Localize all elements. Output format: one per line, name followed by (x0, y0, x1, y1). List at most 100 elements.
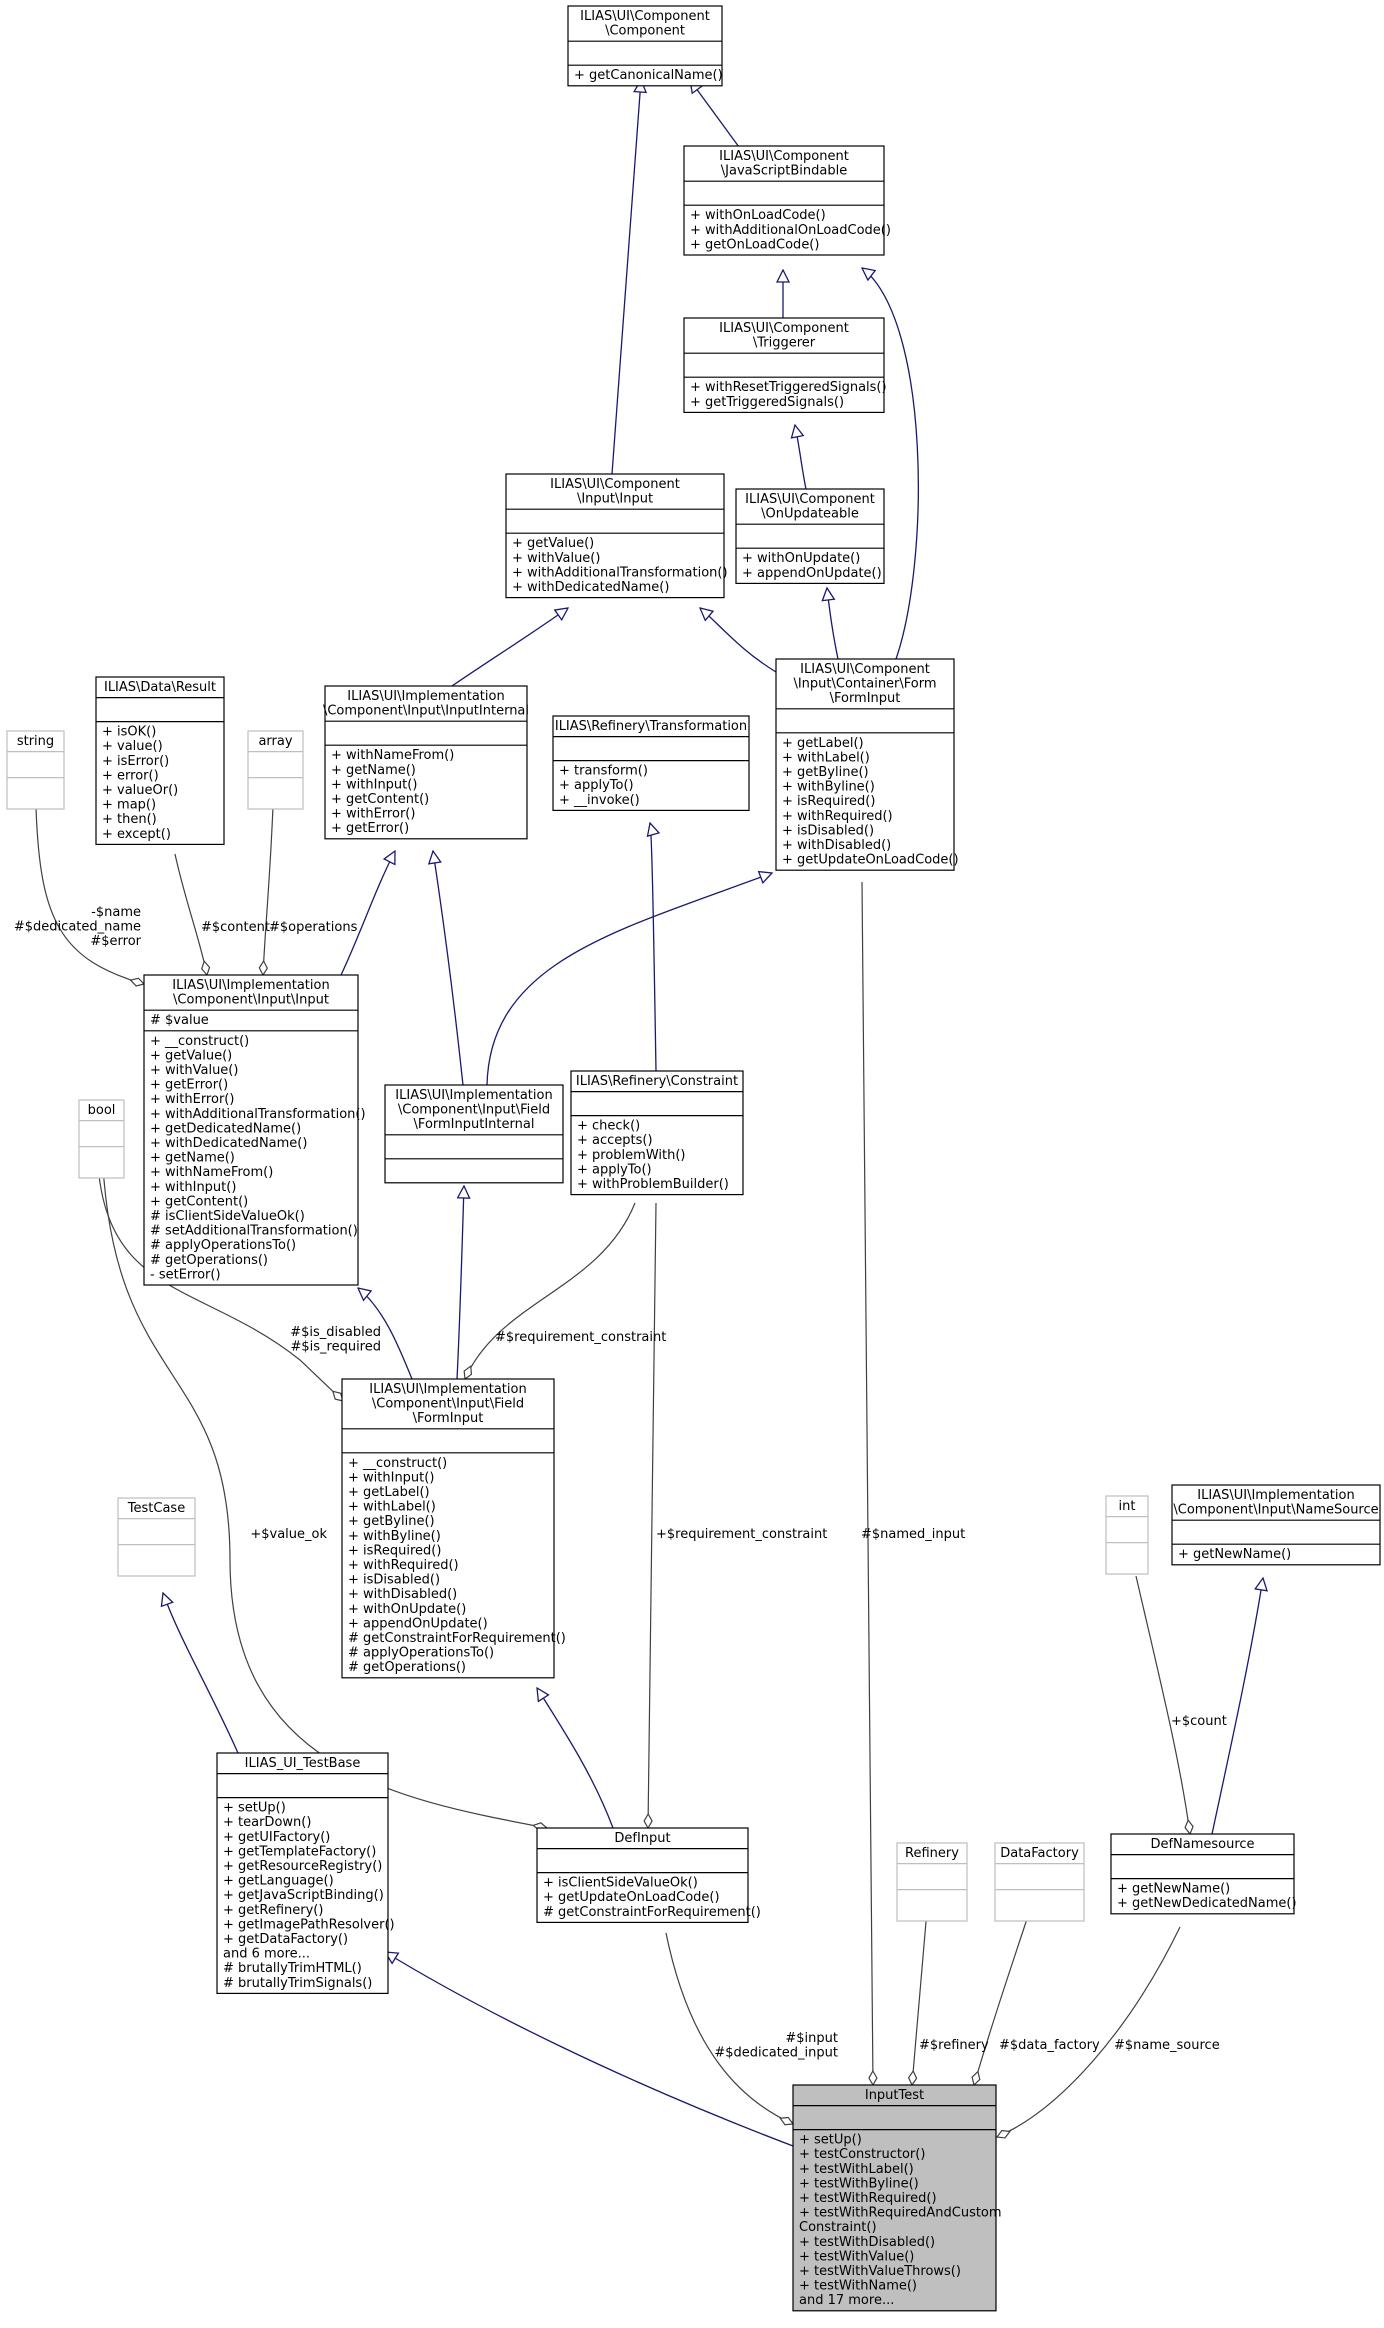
class-onupdateable[interactable]: ILIAS\UI\Component\OnUpdateable+ withOnU… (735, 488, 885, 585)
class-inputtest[interactable]: InputTest+ setUp()+ testConstructor()+ t… (792, 2084, 1002, 2312)
class-title-line: \Input\Input (577, 492, 653, 507)
class-title-line: ILIAS\UI\Component (719, 149, 849, 164)
class-method: + testWithRequired() (799, 2191, 937, 2206)
edge-label-content: #$content (201, 920, 270, 935)
class-method: + withLabel() (782, 750, 870, 765)
class-namesource[interactable]: ILIAS\UI\Implementation\Component\Input\… (1171, 1484, 1381, 1566)
class-method: + withDedicatedName() (150, 1136, 307, 1151)
class-triggerer[interactable]: ILIAS\UI\Component\Triggerer+ withResetT… (683, 317, 887, 414)
class-method: + withRequired() (782, 809, 893, 824)
edge-label-line: +$count (1171, 1714, 1227, 1729)
edge-label-name: -$name#$dedicated_name#$error (14, 905, 142, 949)
class-title-line: string (17, 734, 54, 749)
class-title-line: \Component\Input\Field (372, 1397, 524, 1412)
class-method: + isDisabled() (348, 1573, 440, 1588)
class-string[interactable]: string (6, 730, 65, 810)
class-array[interactable]: array (247, 730, 304, 810)
class-title-line: ILIAS\UI\Implementation (395, 1088, 552, 1103)
class-method: + withInput() (331, 777, 417, 792)
usage-edge-result-implinput (174, 853, 207, 975)
class-method: + transform() (559, 764, 648, 779)
class-method: + getRefinery() (223, 1903, 323, 1918)
class-refinery[interactable]: Refinery (896, 1842, 968, 1922)
class-method: + testWithValueThrows() (799, 2264, 961, 2279)
class-testbase[interactable]: ILIAS_UI_TestBase+ setUp()+ tearDown()+ … (216, 1752, 395, 1994)
class-box (1110, 1833, 1295, 1915)
class-method: + withInput() (348, 1470, 434, 1485)
edge-label-refinery: #$refinery (919, 2038, 989, 2053)
inherit-edge-forminputinternal-forminput (486, 873, 772, 1086)
class-impl_input[interactable]: ILIAS\UI\Implementation\Component\Input\… (143, 974, 366, 1286)
class-method: + testWithByline() (799, 2176, 919, 2191)
class-component[interactable]: ILIAS\UI\Component\Component+ getCanonic… (567, 5, 723, 87)
class-title-line: Refinery (905, 1846, 959, 1861)
class-inputinternal[interactable]: ILIAS\UI\Implementation\Component\Input\… (323, 685, 529, 840)
class-jsbindable[interactable]: ILIAS\UI\Component\JavaScriptBindable+ w… (683, 145, 891, 256)
class-impl_forminput[interactable]: ILIAS\UI\Implementation\Component\Input\… (341, 1378, 566, 1679)
class-testcase[interactable]: TestCase (117, 1497, 196, 1577)
class-method: + getUIFactory() (223, 1830, 330, 1845)
class-method: + withOnUpdate() (348, 1602, 466, 1617)
class-method: + accepts() (577, 1133, 653, 1148)
class-method: # applyOperationsTo() (348, 1646, 494, 1661)
class-box (792, 2084, 997, 2312)
class-method: and 17 more... (799, 2293, 894, 2308)
class-transformation[interactable]: ILIAS\Refinery\Transformation+ transform… (552, 715, 750, 812)
class-method: # brutallyTrimSignals() (223, 1976, 372, 1991)
class-method: + getByline() (348, 1514, 435, 1529)
class-method: + isOK() (102, 725, 156, 740)
class-method: + withLabel() (348, 1500, 436, 1515)
class-method: and 6 more... (223, 1947, 310, 1962)
class-input_if[interactable]: ILIAS\UI\Component\Input\Input+ getValue… (505, 473, 728, 599)
class-title-line: \Input\Container\Form (793, 677, 936, 692)
class-bool[interactable]: bool (78, 1099, 125, 1179)
class-method: + getOnLoadCode() (690, 237, 819, 252)
class-box (143, 974, 359, 1286)
class-title-line: ILIAS\UI\Implementation (369, 1382, 526, 1397)
class-defnamesource[interactable]: DefNamesource+ getNewName()+ getNewDedic… (1110, 1833, 1297, 1915)
class-method: + problemWith() (577, 1148, 685, 1163)
class-forminput_if[interactable]: ILIAS\UI\Component\Input\Container\Form\… (775, 658, 959, 871)
inherit-edge-testbase-testcase (163, 1593, 239, 1754)
class-box (1171, 1484, 1381, 1566)
edge-label-valueok: +$value_ok (250, 1527, 327, 1542)
class-method: + withInput() (150, 1180, 236, 1195)
class-method: + __invoke() (559, 793, 640, 808)
edge-label-line: #$data_factory (999, 2038, 1100, 2053)
class-method: + withOnLoadCode() (690, 208, 826, 223)
usage-edge-int-defnamesource (1135, 1575, 1190, 1834)
class-method: + getByline() (782, 765, 869, 780)
class-box (505, 473, 725, 599)
class-title-line: DataFactory (1000, 1846, 1079, 1861)
class-method: + setUp() (799, 2133, 862, 2148)
edge-label-input: #$input#$dedicated_input (714, 2031, 838, 2061)
class-method: + isDisabled() (782, 823, 874, 838)
class-result[interactable]: ILIAS\Data\Result+ isOK()+ value()+ isEr… (95, 676, 225, 845)
class-method: + getDedicatedName() (150, 1121, 301, 1136)
edge-label-line: #$input (785, 2031, 838, 2046)
usage-edge-constraint-definput (648, 1202, 657, 1828)
class-method: + getTemplateFactory() (223, 1844, 376, 1859)
class-method: + __construct() (150, 1034, 249, 1049)
class-title-line: \OnUpdateable (761, 507, 859, 522)
class-method: # brutallyTrimHTML() (223, 1961, 362, 1976)
inherit-edge-inputinternal-input (451, 608, 568, 687)
edge-label-line: #$is_required (290, 1340, 381, 1355)
class-method: + withValue() (512, 551, 600, 566)
class-method: + check() (577, 1119, 640, 1134)
class-method: + then() (102, 812, 157, 827)
class-method: + testWithLabel() (799, 2162, 914, 2177)
class-forminputinternal[interactable]: ILIAS\UI\Implementation\Component\Input\… (384, 1084, 564, 1184)
class-box (775, 658, 955, 871)
class-int[interactable]: int (1105, 1495, 1149, 1575)
class-method: + withError() (150, 1092, 234, 1107)
class-datafactory[interactable]: DataFactory (994, 1842, 1085, 1922)
class-box (216, 1752, 389, 1994)
class-method: + withRequired() (348, 1558, 459, 1573)
class-definput[interactable]: DefInput+ isClientSideValueOk()+ getUpda… (536, 1827, 761, 1924)
class-constraint[interactable]: ILIAS\Refinery\Constraint+ check()+ acce… (570, 1070, 744, 1196)
class-method: + withResetTriggeredSignals() (690, 380, 887, 395)
class-method: + applyTo() (577, 1162, 652, 1177)
class-method: + getResourceRegistry() (223, 1859, 382, 1874)
class-attribute: # $value (150, 1013, 209, 1028)
